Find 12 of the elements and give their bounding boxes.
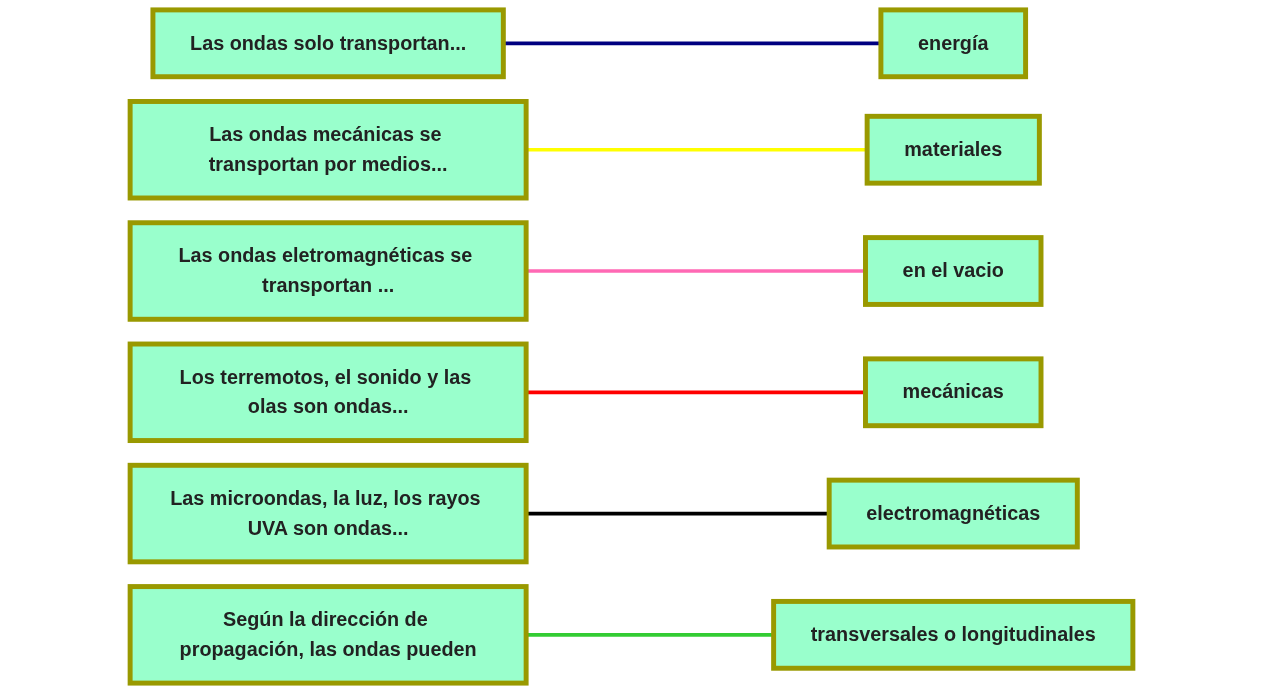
node-box: Los terremotos, el sonido y las olas son ondas... (127, 341, 529, 444)
node-box: Según la dirección de propagación, las ondas pueden (127, 584, 529, 686)
node-box: energía (878, 7, 1029, 80)
node-box: Las microondas, la luz, los rayos UVA son ondas... (127, 462, 529, 565)
node-box: electromagnéticas (826, 477, 1080, 550)
node-box: Las ondas solo transportan... (150, 7, 506, 80)
node-box: materiales (864, 113, 1042, 186)
node-box: en el vacio (863, 235, 1044, 307)
node-box: Las ondas mecánicas se transportan por medios... (127, 99, 529, 201)
node-box: transversales o longitudinales (771, 598, 1136, 671)
node-box: mecánicas (863, 356, 1044, 429)
node-box: Las ondas eletromagnéticas se transportan ... (127, 220, 529, 322)
